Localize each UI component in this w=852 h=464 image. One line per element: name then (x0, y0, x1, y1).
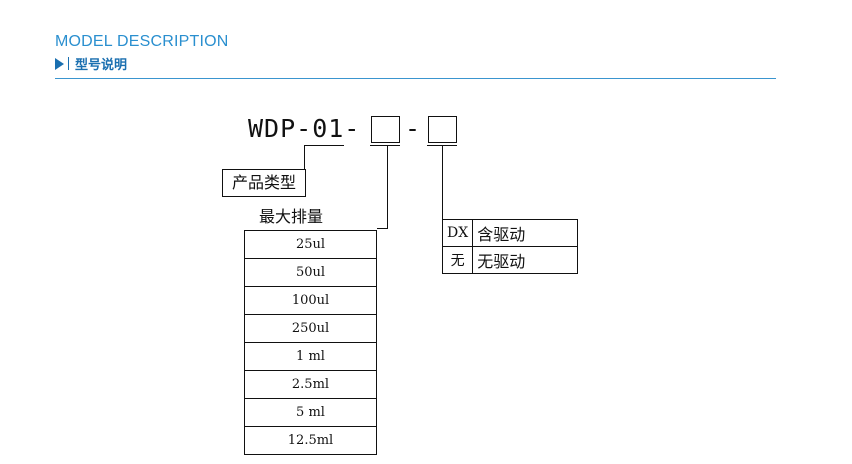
model-prefix: WDP-01- (248, 114, 361, 143)
section-title-en: MODEL DESCRIPTION (55, 33, 229, 50)
displacement-option: 2.5ml (244, 370, 377, 399)
drive-code: 无 (441, 246, 474, 274)
displacement-option: 12.5ml (244, 426, 377, 455)
underline-prefix (304, 145, 344, 146)
displacement-code-box (371, 116, 400, 143)
leader-drive-v (442, 145, 443, 220)
drive-code-box (428, 116, 457, 143)
displacement-title: 最大排量 (259, 207, 324, 226)
table-row: 50ul (244, 258, 377, 287)
displacement-option: 5 ml (244, 398, 377, 427)
table-row: DX 含驱动 (441, 219, 579, 247)
displacement-option: 50ul (244, 258, 377, 287)
drive-desc: 无驱动 (472, 246, 579, 274)
displacement-table: 25ul 50ul 100ul 250ul 1 ml 2.5ml 5 ml 12… (244, 230, 377, 455)
leader-displacement-h (377, 228, 388, 229)
leader-displacement-v (387, 145, 388, 228)
table-row: 12.5ml (244, 426, 377, 455)
table-row: 100ul (244, 286, 377, 315)
drive-desc: 含驱动 (472, 219, 579, 247)
table-row: 5 ml (244, 398, 377, 427)
table-row: 250ul (244, 314, 377, 343)
header-rule (55, 78, 776, 79)
play-arrow-icon (55, 57, 64, 70)
table-row: 2.5ml (244, 370, 377, 399)
displacement-option: 100ul (244, 286, 377, 315)
drive-table: DX 含驱动 无 无驱动 (441, 219, 579, 274)
displacement-option: 1 ml (244, 342, 377, 371)
drive-code: DX (441, 219, 474, 247)
displacement-option: 250ul (244, 314, 377, 343)
table-row: 1 ml (244, 342, 377, 371)
product-type-box: 产品类型 (222, 169, 306, 197)
leader-product-type (304, 145, 305, 170)
section-title-zh-text: 型号说明 (75, 58, 128, 73)
displacement-option: 25ul (244, 230, 377, 259)
divider-bar (68, 57, 69, 70)
table-row: 无 无驱动 (441, 246, 579, 274)
section-title-zh: 型号说明 (55, 54, 127, 73)
underline-box1 (370, 145, 400, 146)
table-row: 25ul (244, 230, 377, 259)
model-separator: - (405, 114, 421, 143)
